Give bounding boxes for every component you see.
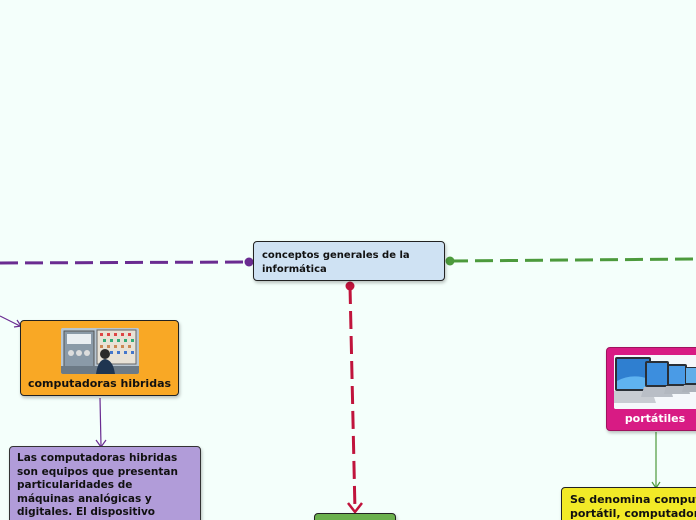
bottom-branch-node[interactable] (314, 513, 396, 520)
bottom-branch-connector (348, 285, 357, 512)
portables-description-node[interactable]: Se denomina computadora portátil, comput… (561, 487, 696, 520)
hybrid-desc-connector (99, 397, 102, 447)
hybrid-description-text: Las computadoras hibridas son equipos qu… (17, 452, 178, 518)
laptops-row-image (614, 355, 696, 409)
hybrid-computers-node[interactable]: computadoras hibridas (20, 320, 179, 396)
bottom-branch-dot (345, 281, 355, 291)
central-topic-title: conceptos generales de la informática (262, 250, 410, 275)
hybrid-description-node[interactable]: Las computadoras hibridas son equipos qu… (9, 446, 201, 520)
bottom-branch-arrow (347, 502, 363, 515)
hybrid-computers-label: computadoras hibridas (27, 377, 172, 390)
right-branch-connector (449, 257, 696, 263)
right-branch-dot (445, 256, 455, 266)
portables-node[interactable]: portátiles (606, 347, 696, 431)
portables-label: portátiles (624, 412, 686, 425)
hybrid-computer-operator-image (61, 328, 139, 374)
portables-description-line-2: portátil, computadora (570, 506, 696, 520)
portables-description-line-1: Se denomina computadora (570, 493, 696, 506)
hybrid-incoming-connector (0, 315, 21, 327)
left-branch-connector (0, 260, 250, 265)
left-branch-dot (244, 257, 254, 267)
central-topic[interactable]: conceptos generales de la informática (253, 241, 445, 281)
